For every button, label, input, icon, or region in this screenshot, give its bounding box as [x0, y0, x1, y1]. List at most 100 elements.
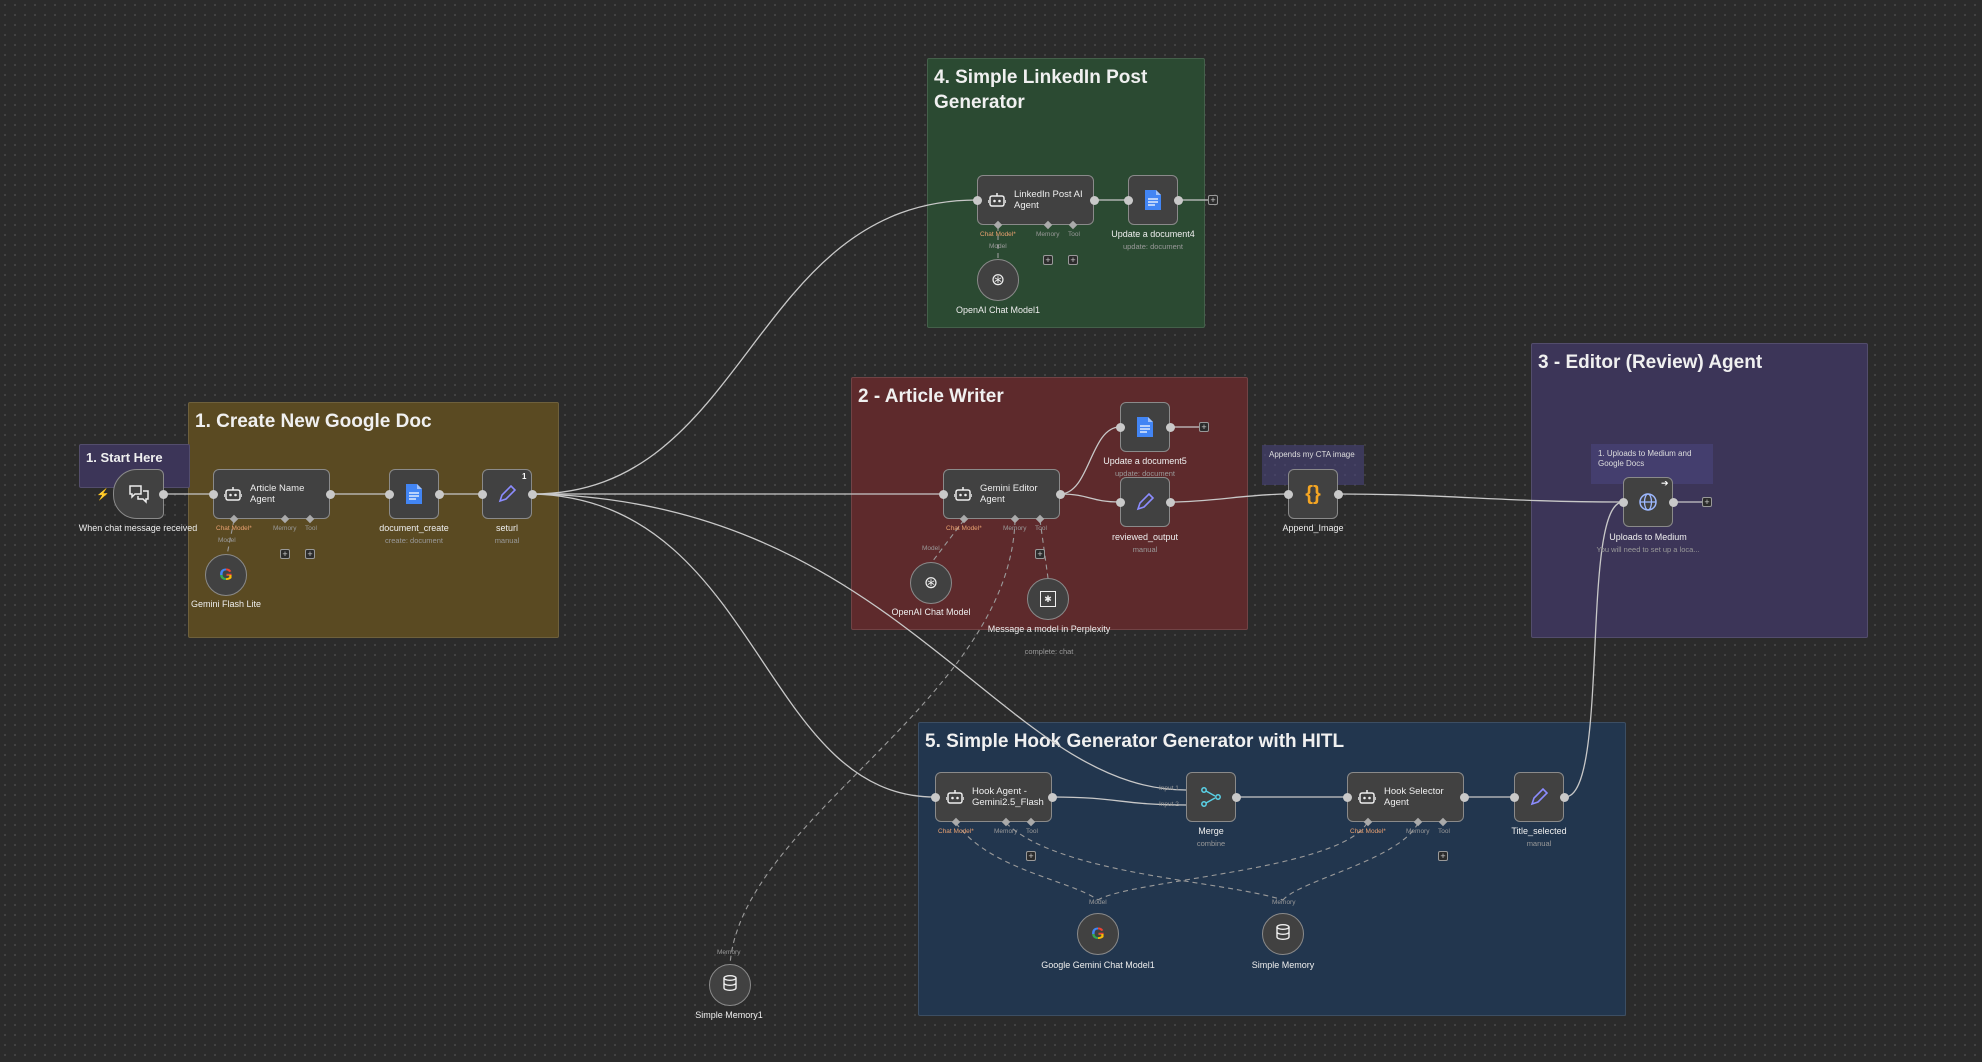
sticky-title: 1. Start Here: [86, 450, 163, 465]
port-label: Memory: [1036, 231, 1060, 238]
input-handle[interactable]: [1510, 793, 1519, 802]
add-next-node-button[interactable]: +: [1208, 195, 1218, 205]
merge-node[interactable]: [1186, 772, 1236, 822]
sticky-title: 3 - Editor (Review) Agent: [1538, 352, 1763, 373]
sticky-create-doc[interactable]: 1. Create New Google Doc: [188, 402, 559, 638]
node-subtitle: update: document: [1122, 242, 1184, 251]
chat-bubbles-icon: [114, 470, 163, 518]
update-document5-node[interactable]: [1120, 402, 1170, 452]
output-handle[interactable]: [326, 490, 335, 499]
title-selected-node[interactable]: [1514, 772, 1564, 822]
add-next-node-button[interactable]: +: [1702, 497, 1712, 507]
port-label: Input 1: [1159, 785, 1179, 792]
sticky-editor[interactable]: 3 - Editor (Review) Agent: [1531, 343, 1868, 638]
port-label: Tool: [305, 525, 317, 532]
output-handle[interactable]: [1669, 498, 1678, 507]
database-icon: [1276, 923, 1290, 945]
input-handle[interactable]: [973, 196, 982, 205]
robot-icon: [988, 192, 1006, 208]
node-subtitle: manual: [494, 536, 520, 545]
add-tool-button[interactable]: +: [1068, 255, 1078, 265]
add-memory-button[interactable]: +: [1043, 255, 1053, 265]
port-label: Chat Model*: [980, 231, 1016, 238]
hook-agent-node[interactable]: Hook Agent - Gemini2.5_Flash: [935, 772, 1052, 822]
google-g-icon: G: [1091, 924, 1105, 943]
output-handle[interactable]: [1090, 196, 1099, 205]
input-handle[interactable]: [1284, 490, 1293, 499]
append-image-node[interactable]: {}: [1288, 469, 1338, 519]
output-handle[interactable]: [1232, 793, 1241, 802]
add-tool-button[interactable]: +: [1035, 549, 1045, 559]
output-handle[interactable]: [1460, 793, 1469, 802]
openai-chat-model1-node[interactable]: ⊛: [977, 259, 1019, 301]
port-label: Input 2: [1159, 801, 1179, 808]
input-handle[interactable]: [1124, 196, 1133, 205]
sticky-title: 5. Simple Hook Generator Generator with …: [925, 731, 1345, 752]
output-handle[interactable]: [1166, 423, 1175, 432]
node-label: Uploads to Medium: [1609, 532, 1687, 542]
reviewed-output-node[interactable]: [1120, 477, 1170, 527]
add-tool-button[interactable]: +: [305, 549, 315, 559]
robot-icon: [1358, 789, 1376, 805]
node-label: Gemini Editor Agent: [980, 483, 1038, 505]
openai-chat-model-node[interactable]: ⊛: [910, 562, 952, 604]
sticky-title: 1. Create New Google Doc: [195, 411, 432, 432]
add-tool-button[interactable]: +: [1026, 851, 1036, 861]
output-handle[interactable]: [1334, 490, 1343, 499]
google-gemini-chat-model1-node[interactable]: G: [1077, 913, 1119, 955]
perplexity-node[interactable]: ✱: [1027, 578, 1069, 620]
code-braces-icon: {}: [1305, 482, 1321, 505]
node-label: Message a model in Perplexity: [987, 624, 1111, 634]
input-handle[interactable]: [385, 490, 394, 499]
webhook-arrow-icon: ➔: [1661, 478, 1669, 488]
add-next-node-button[interactable]: +: [1199, 422, 1209, 432]
port-label: Model: [218, 537, 236, 544]
update-document4-node[interactable]: [1128, 175, 1178, 225]
input-handle[interactable]: [1619, 498, 1628, 507]
output-handle[interactable]: [1048, 793, 1057, 802]
gemini-flash-lite-node[interactable]: G: [205, 554, 247, 596]
input-handle[interactable]: [931, 793, 940, 802]
hook-selector-agent-node[interactable]: Hook Selector Agent: [1347, 772, 1464, 822]
input-handle[interactable]: [939, 490, 948, 499]
port-label: Chat Model*: [946, 525, 982, 532]
node-label: Article Name Agent: [250, 483, 305, 505]
node-subtitle: You will need to set up a loca...: [1596, 545, 1700, 554]
node-label: Update a document5: [1103, 456, 1187, 466]
robot-icon: [954, 486, 972, 502]
chat-trigger-node[interactable]: [113, 469, 164, 519]
output-handle[interactable]: [435, 490, 444, 499]
sticky-title: 4. Simple LinkedIn Post Generator: [934, 67, 1148, 113]
output-handle[interactable]: [1174, 196, 1183, 205]
simple-memory-node[interactable]: [1262, 913, 1304, 955]
node-label: Simple Memory: [1251, 960, 1315, 970]
openai-icon: ⊛: [923, 573, 939, 592]
linkedin-agent-node[interactable]: LinkedIn Post AI Agent: [977, 175, 1094, 225]
gemini-editor-agent-node[interactable]: Gemini Editor Agent: [943, 469, 1060, 519]
input-handle[interactable]: [478, 490, 487, 499]
add-tool-button[interactable]: +: [1438, 851, 1448, 861]
input-handle[interactable]: [209, 490, 218, 499]
document-create-node[interactable]: [389, 469, 439, 519]
input-handle[interactable]: [1343, 793, 1352, 802]
input-handle[interactable]: [1116, 423, 1125, 432]
port-label: Memory: [1003, 525, 1027, 532]
pencil-icon: [1515, 773, 1563, 821]
node-label: Append_Image: [1282, 523, 1344, 533]
uploads-medium-node[interactable]: [1623, 477, 1673, 527]
add-memory-button[interactable]: +: [280, 549, 290, 559]
sticky-hook[interactable]: 5. Simple Hook Generator Generator with …: [918, 722, 1626, 1016]
article-name-agent-node[interactable]: Article Name Agent: [213, 469, 330, 519]
output-handle[interactable]: [1166, 498, 1175, 507]
output-handle[interactable]: [1560, 793, 1569, 802]
input-handle[interactable]: [1116, 498, 1125, 507]
merge-icon: [1187, 773, 1235, 821]
output-handle[interactable]: [528, 490, 537, 499]
node-label: OpenAI Chat Model1: [955, 305, 1041, 315]
sticky-title: 2 - Article Writer: [858, 386, 1004, 407]
globe-icon: [1624, 478, 1672, 526]
simple-memory1-node[interactable]: [709, 964, 751, 1006]
output-handle[interactable]: [159, 490, 168, 499]
output-handle[interactable]: [1056, 490, 1065, 499]
